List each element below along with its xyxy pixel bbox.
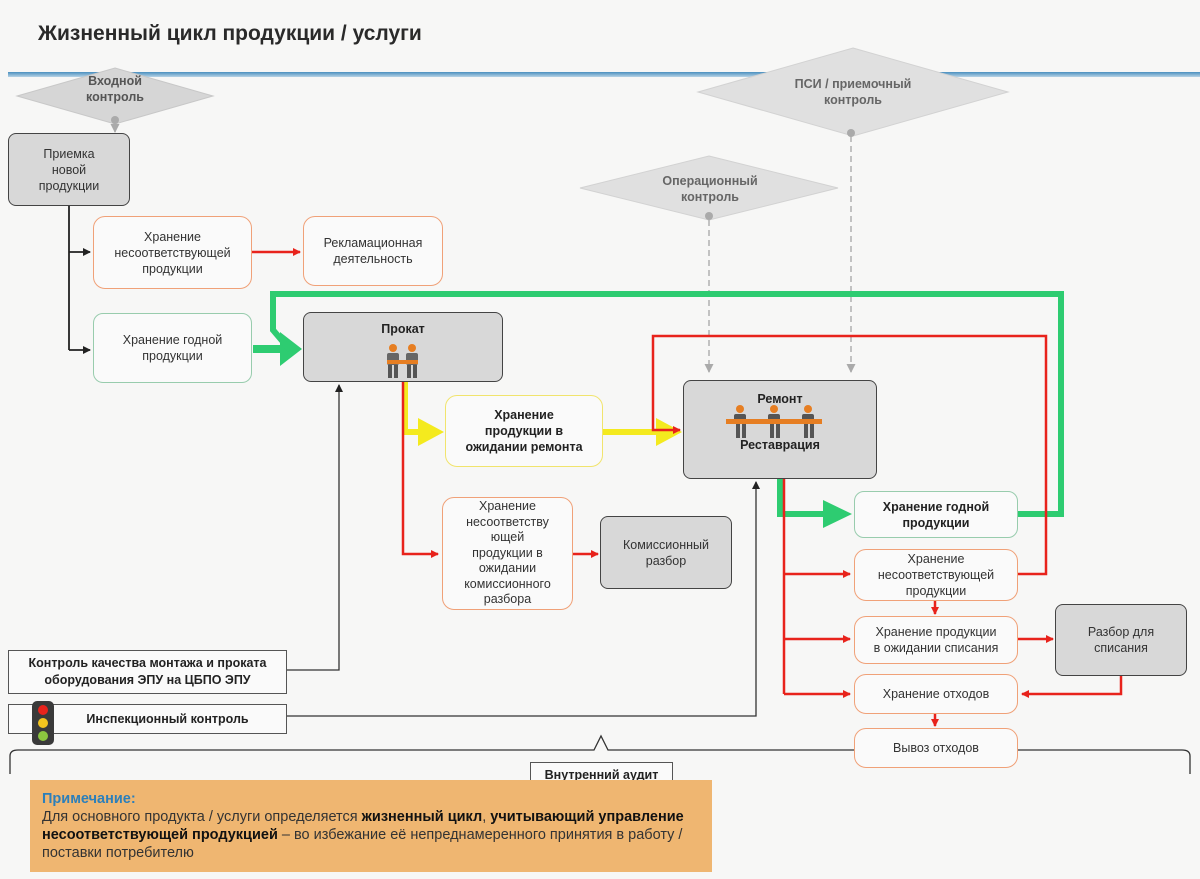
awaiting-repair-storage-box: Хранение продукции в ожидании ремонта — [445, 395, 603, 467]
restoration-subtitle: Реставрация — [740, 438, 820, 452]
rental-label: Прокат — [381, 322, 425, 336]
header-divider — [8, 72, 1200, 77]
nonconforming-storage-right-box: Хранение несоответствующей продукции — [854, 549, 1018, 601]
psi-control-label: ПСИ / приемочный контроль — [794, 77, 912, 107]
note-text: Для основного продукта / услуги определя… — [42, 809, 684, 861]
note-box: Примечание: Для основного продукта / усл… — [30, 780, 712, 872]
commission-box: Комиссионный разбор — [600, 516, 732, 589]
rental-box: Прокат — [303, 312, 503, 382]
traffic-light-icon — [32, 701, 54, 745]
awaiting-commission-storage-box: Хранение несоответству ющей продукции в … — [442, 497, 573, 610]
quality-control-box: Контроль качества монтажа и проката обор… — [8, 650, 287, 694]
good-storage-box: Хранение годной продукции — [93, 313, 252, 383]
page-title: Жизненный цикл продукции / услуги — [38, 22, 422, 45]
inspection-control-box: Инспекционный контроль — [8, 704, 287, 734]
reception-box: Приемка новой продукции — [8, 133, 130, 206]
awaiting-writeoff-storage-box: Хранение продукции в ожидании списания — [854, 616, 1018, 664]
workers-icon — [387, 344, 418, 378]
good-storage-right-box: Хранение годной продукции — [854, 491, 1018, 538]
waste-storage-box: Хранение отходов — [854, 674, 1018, 714]
repair-workers-icon — [726, 405, 822, 438]
writeoff-analysis-box: Разбор для списания — [1055, 604, 1187, 676]
nonconforming-storage-box: Хранение несоответствующей продукции — [93, 216, 252, 289]
incoming-control-label: Входной контроль — [86, 74, 144, 104]
reclamation-box: Рекламационная деятельность — [303, 216, 443, 286]
repair-title: Ремонт — [757, 392, 803, 406]
note-title: Примечание: — [42, 791, 136, 807]
operational-control-label: Операционный контроль — [662, 174, 758, 204]
waste-removal-box: Вывоз отходов — [854, 728, 1018, 768]
